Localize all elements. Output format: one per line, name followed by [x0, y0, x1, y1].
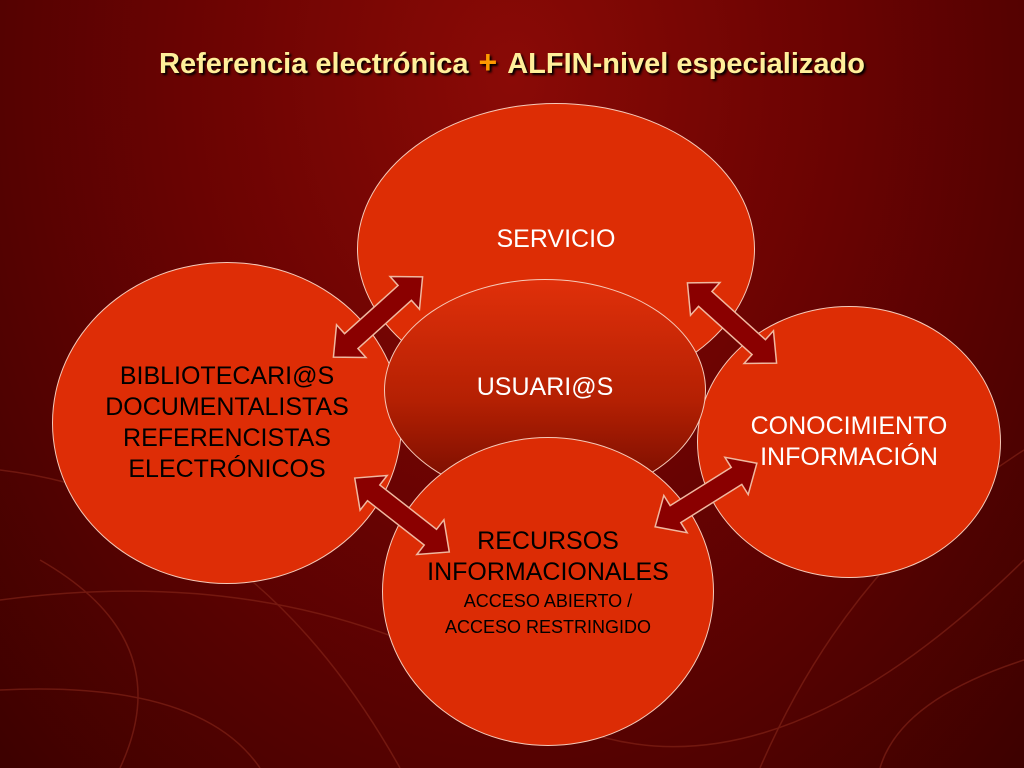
biblio-line-3: REFERENCISTAS	[123, 424, 331, 452]
conocimiento-circle: CONOCIMIENTO INFORMACIÓN	[697, 306, 1001, 578]
conoc-line-1: CONOCIMIENTO	[750, 412, 948, 440]
biblio-line-2: DOCUMENTALISTAS	[105, 393, 349, 421]
conoc-line-2: INFORMACIÓN	[760, 443, 938, 471]
biblio-line-1: BIBLIOTECARI@S	[119, 362, 335, 390]
recursos-circle: RECURSOS INFORMACIONALES ACCESO ABIERTO …	[382, 437, 714, 746]
title-right: ALFIN-nivel especializado	[507, 48, 865, 80]
biblio-line-4: ELECTRÓNICOS	[128, 455, 326, 483]
slide-title: Referencia electrónica + ALFIN-nivel espec…	[0, 44, 1024, 81]
recursos-sub-1: ACCESO ABIERTO /	[463, 591, 633, 611]
plus-sign: +	[478, 44, 498, 80]
servicio-label: SERVICIO	[496, 225, 616, 253]
recursos-line-2: INFORMACIONALES	[427, 558, 669, 586]
usuarios-label: USUARI@S	[476, 373, 614, 401]
title-left: Referencia electrónica	[159, 48, 469, 80]
recursos-sub-2: ACCESO RESTRINGIDO	[444, 617, 652, 637]
recursos-line-1: RECURSOS	[477, 527, 619, 555]
bibliotecarios-circle: BIBLIOTECARI@S DOCUMENTALISTAS REFERENCI…	[52, 262, 402, 584]
